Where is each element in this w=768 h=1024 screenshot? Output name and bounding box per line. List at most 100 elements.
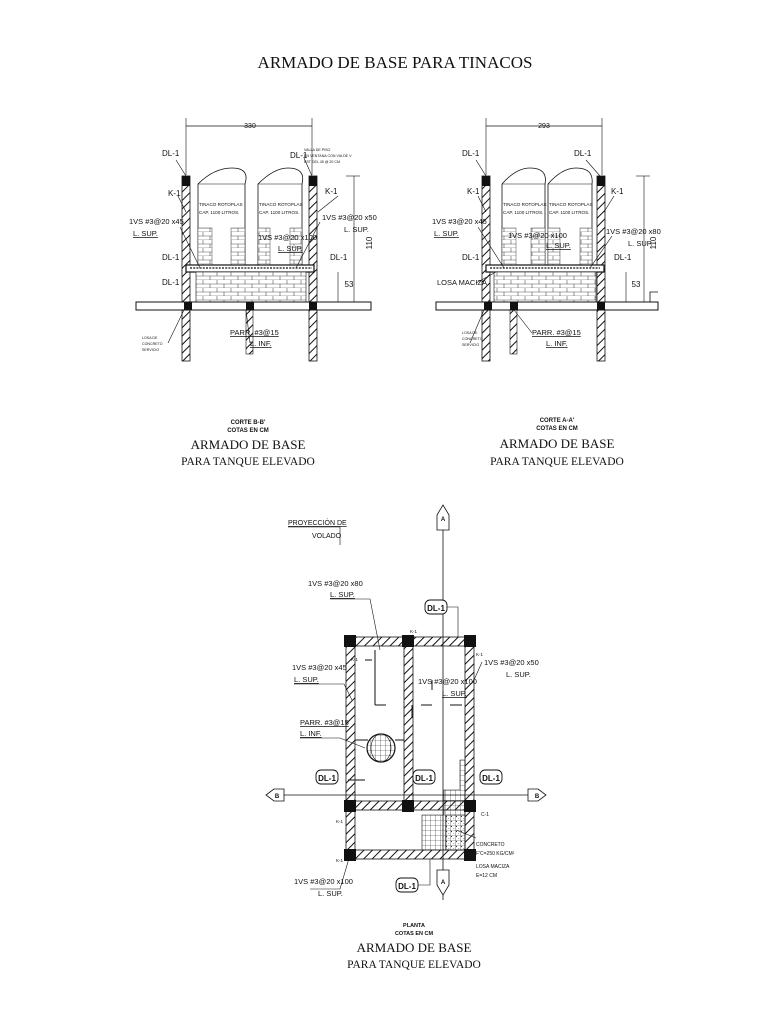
plan-k1-lower: K-1 [336, 819, 344, 824]
plan-rebar-center-2: L. SUP. [442, 689, 467, 698]
section-b-caption-1: ARMADO DE BASE [191, 437, 306, 452]
section-b-height-dim: 110 [365, 236, 374, 249]
section-b-rebar-right-2: L. SUP. [344, 225, 369, 234]
section-b-tank-right-label-2: CAP. 1100 LITROS. [259, 210, 299, 215]
plan-parr-2: L. INF. [300, 729, 322, 738]
section-b-rebar-left-2: L. SUP. [133, 229, 158, 238]
plan-rebar-bottom-1: 1VS #3@20 x100 [294, 877, 353, 886]
section-b-dl1-4: DL-1 [330, 253, 348, 262]
section-a-dimension: 293 [538, 123, 550, 130]
section-b-dl1-1: DL-1 [162, 149, 180, 158]
section-a-slab-note-1: LOSA DE [462, 331, 478, 335]
plan-k1-top: K-1 [410, 629, 418, 634]
section-a-drawing: 293 110 53 [435, 118, 659, 362]
section-a-dl1-3: DL-1 [462, 253, 480, 262]
section-b-parr-1: PARR. #3@15 [230, 328, 279, 337]
section-b-tank-left-label-2: CAP. 1100 LITROS. [199, 210, 239, 215]
section-a-losa: LOSA MACIZA [437, 278, 487, 287]
section-a-k1-right: K-1 [611, 187, 624, 196]
plan-dl1-center: DL-1 [415, 774, 433, 783]
section-a-dl1-4: DL-1 [614, 253, 632, 262]
plan-k1-right: K-1 [476, 652, 484, 657]
plan-rebar-top-2: L. SUP. [330, 590, 355, 599]
section-a-slab-note-3: SERVICIO [462, 343, 479, 347]
plan-concrete-2: F'C=250 KG/CM² [476, 851, 515, 857]
section-b-k1-left: K-1 [168, 189, 181, 198]
section-b-rebar-left-1: 1VS #3@20 x45 [129, 217, 184, 226]
section-b-parr-2: L. INF. [250, 339, 272, 348]
section-a-rebar-right-2: L. SUP. [628, 239, 653, 248]
plan-rebar-left-2: L. SUP. [294, 675, 319, 684]
plan-axis-b-right: B [535, 794, 540, 800]
plan-dl1-left: DL-1 [318, 774, 336, 783]
section-a-dl1-1: DL-1 [462, 149, 480, 158]
plan-dl1-right: DL-1 [482, 774, 500, 783]
plan-drawing [265, 504, 547, 900]
section-a-caption-small-1: CORTE A-A' [540, 418, 575, 424]
section-a-caption-small-2: COTAS EN CM [536, 426, 578, 432]
section-a-rebar-center-1: 1VS #3@20 x100 [508, 231, 567, 240]
section-a-rebar-left-2: L. SUP. [434, 229, 459, 238]
section-a-k1-left: K-1 [467, 187, 480, 196]
section-a-height-dim: 110 [649, 236, 658, 249]
plan-rebar-bottom-2: L. SUP. [318, 889, 343, 898]
section-a-caption-1: ARMADO DE BASE [500, 436, 615, 451]
section-b-dl1-2: DL-1 [290, 151, 308, 160]
plan-rebar-left-1: 1VS #3@20 x45 [292, 663, 347, 672]
plan-concrete-3: LOSA MACIZA [476, 864, 510, 870]
section-b-drawing: 330 110 53 [135, 118, 374, 362]
plan-rebar-right-1: 1VS #3@20 x50 [484, 658, 539, 667]
section-b-rebar-center-1: 1VS #3@20 x100 [258, 233, 317, 242]
section-b-note-3: EST DEL 45 @ 20 CM [304, 160, 340, 164]
section-b-rebar-right-1: 1VS #3@20 x50 [322, 213, 377, 222]
section-a-small-dim: 53 [632, 280, 641, 289]
section-b-tank-left-label-1: TINACO ROTOPLAS [199, 202, 243, 207]
section-a-parr-2: L. INF. [546, 339, 568, 348]
section-b-tank-right-label-1: TINACO ROTOPLAS [259, 202, 303, 207]
section-b-k1-right: K-1 [325, 187, 338, 196]
plan-proyeccion-2: VOLADO [312, 533, 342, 540]
plan-c1: C-1 [481, 812, 489, 818]
plan-concrete-4: E=12 CM [476, 873, 497, 879]
section-b-slab-note-2: CONCRETO [142, 342, 163, 346]
section-b-note-2: EN VENTANA CON VIA DE V [304, 154, 352, 158]
section-a-rebar-center-2: L. SUP. [546, 241, 571, 250]
plan-dl1-top: DL-1 [427, 604, 445, 613]
section-b-dl1-5: DL-1 [162, 278, 180, 287]
section-a-tank-left-label-2: CAP. 1100 LITROS. [503, 210, 543, 215]
section-b-slab-note-3: SERVICIO [142, 348, 159, 352]
section-a-slab-note-2: CONCRETO [462, 337, 483, 341]
section-a-tank-right-label-2: CAP. 1100 LITROS. [549, 210, 589, 215]
section-a-rebar-left-1: 1VS #3@20 x45 [432, 217, 487, 226]
plan-parr-1: PARR. #3@15 [300, 718, 349, 727]
section-b-small-dim: 53 [345, 280, 354, 289]
plan-axis-a-top: A [441, 517, 446, 523]
section-b-caption-small-2: COTAS EN CM [227, 428, 269, 434]
section-b-dimension: 330 [244, 123, 256, 130]
plan-rebar-right-2: L. SUP. [506, 670, 531, 679]
plan-axis-b-left: B [275, 794, 280, 800]
section-a-rebar-right-1: 1VS #3@20 x80 [606, 227, 661, 236]
section-b-slab-note-1: LOSA DE [142, 336, 158, 340]
section-a-tank-right-label-1: TINACO ROTOPLAS [549, 202, 593, 207]
section-b-dl1-3: DL-1 [162, 253, 180, 262]
plan-rebar-center-1: 1VS #3@20 x100 [418, 677, 477, 686]
plan-k1-left: K-1 [351, 657, 359, 662]
plan-caption-2: PARA TANQUE ELEVADO [347, 959, 481, 971]
plan-k1-bottom: K-1 [336, 858, 344, 863]
section-a-parr-1: PARR. #3@15 [532, 328, 581, 337]
plan-dl1-bottom: DL-1 [398, 882, 416, 891]
plan-caption-1: ARMADO DE BASE [357, 940, 472, 955]
plan-axis-a-bottom: A [441, 880, 446, 886]
section-b-caption-2: PARA TANQUE ELEVADO [181, 456, 315, 468]
section-b-rebar-center-2: L. SUP. [278, 244, 303, 253]
plan-concrete-1: CONCRETO [476, 842, 505, 848]
plan-rebar-top-1: 1VS #3@20 x80 [308, 579, 363, 588]
section-b-note-1: VALLA DE PISO [304, 148, 331, 152]
section-a-tank-left-label-1: TINACO ROTOPLAS [503, 202, 547, 207]
section-a-caption-2: PARA TANQUE ELEVADO [490, 456, 624, 468]
section-b-caption-small-1: CORTE B-B' [231, 420, 266, 426]
plan-proyeccion-1: PROYECCIÓN DE [288, 518, 347, 527]
plan-caption-small-2: COTAS EN CM [395, 931, 434, 937]
